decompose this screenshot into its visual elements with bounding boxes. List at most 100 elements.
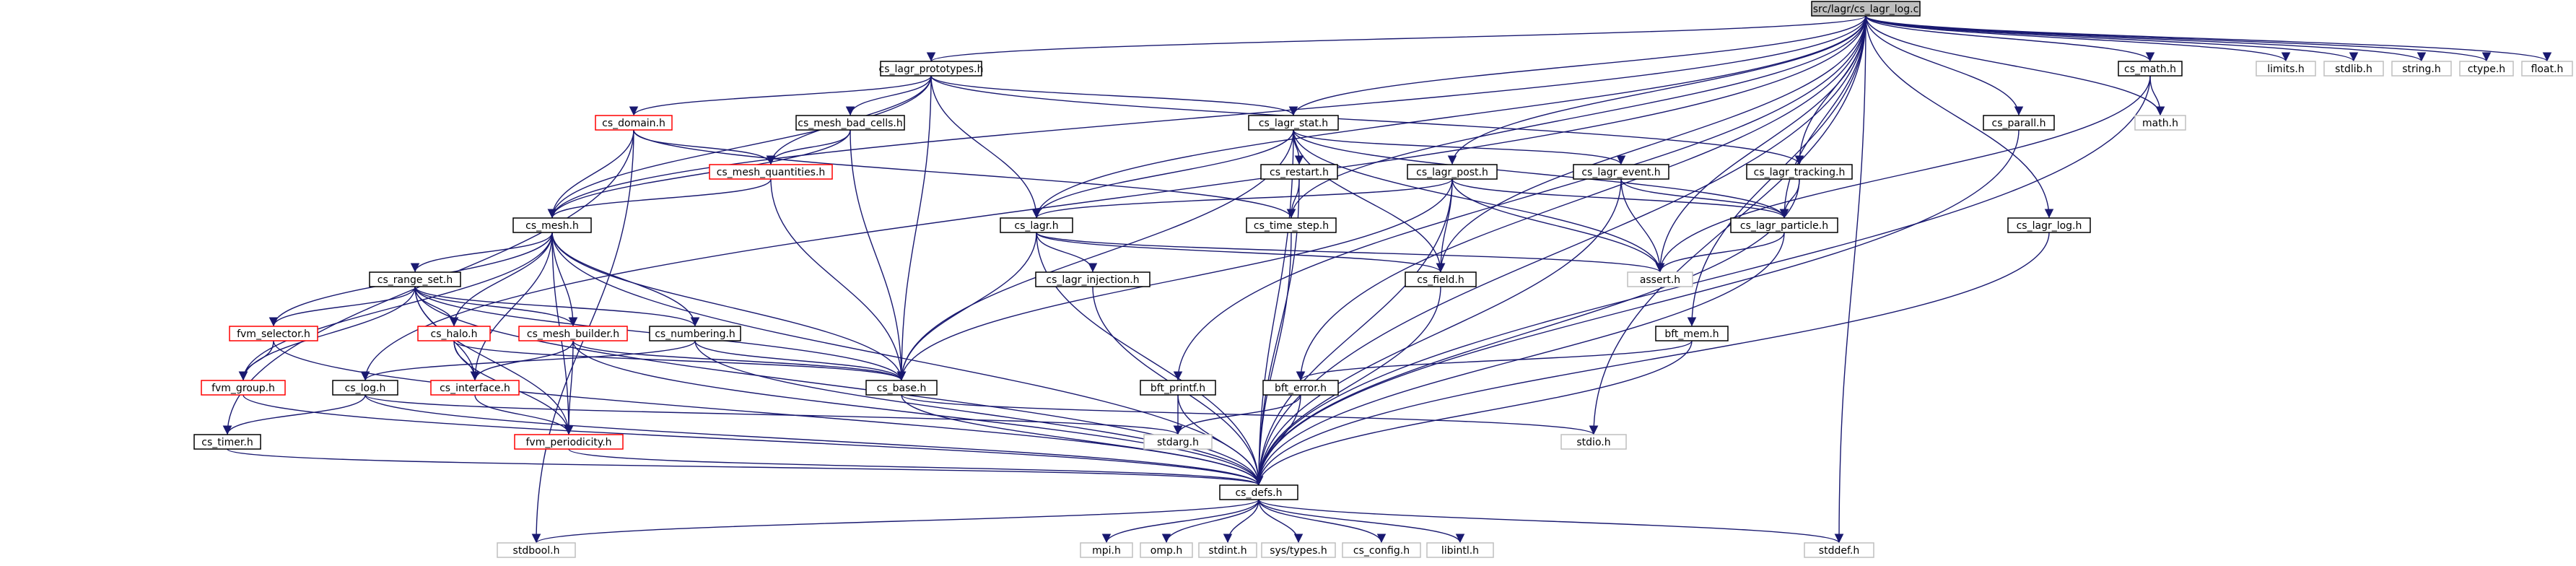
edge-n_lpost-to-n_defs <box>1254 178 1453 486</box>
edge-root-to-n_bftprintf <box>1173 15 1866 381</box>
node-box <box>1261 542 1336 558</box>
edge-n_math-to-n_defs <box>1254 75 2151 486</box>
node-label: limits.h <box>2267 64 2304 75</box>
node-box <box>1746 164 1853 180</box>
node-fvm-periodicity-h[interactable]: fvm_periodicity.h <box>514 434 624 450</box>
edge-n_rangeset-to-n_fvmper <box>414 286 574 435</box>
node-cs-parall-h[interactable]: cs_parall.h <box>1983 115 2055 131</box>
edge-layer <box>222 15 2551 544</box>
node-bft-printf-h[interactable]: bft_printf.h <box>1140 380 1216 396</box>
edge-n_numbering-to-n_base <box>694 340 907 381</box>
edge-n_lstat-to-n_levent <box>1293 129 1626 165</box>
edge-n_llog-to-n_defs <box>1254 232 2050 486</box>
edge-n_lagr-to-n_linj <box>1036 232 1098 273</box>
node-cs-log-h[interactable]: cs_log.h <box>332 380 398 396</box>
node-stdarg-h: stdarg.h <box>1143 434 1213 450</box>
node-fvm-group-h[interactable]: fvm_group.h <box>201 380 286 396</box>
node-label: cs_numbering.h <box>655 328 735 340</box>
node-cs-time-step-h[interactable]: cs_time_step.h <box>1246 217 1337 233</box>
node-cs-range-set-h[interactable]: cs_range_set.h <box>369 271 461 287</box>
edge-root-to-n_assert <box>1655 15 1866 273</box>
node-label: cs_halo.h <box>431 328 478 340</box>
node-box <box>1405 271 1477 287</box>
node-cs-lagr-particle-h[interactable]: cs_lagr_particle.h <box>1730 217 1838 233</box>
node-bft-error-h[interactable]: bft_error.h <box>1262 380 1339 396</box>
node-cs-lagr-injection-h[interactable]: cs_lagr_injection.h <box>1035 271 1151 287</box>
node-cs-halo-h[interactable]: cs_halo.h <box>417 326 491 341</box>
node-label: cs_config.h <box>1353 545 1410 557</box>
node-label: cs_lagr_post.h <box>1416 167 1488 178</box>
edge-root-to-n_mathh <box>1865 15 2165 116</box>
node-label: cs_mesh_quantities.h <box>717 167 826 178</box>
node-label: cs_lagr_log.h <box>2017 220 2082 232</box>
edge-root-to-n_lagr <box>1031 15 1866 219</box>
node-mpi-h: mpi.h <box>1080 542 1133 558</box>
node-label: bft_printf.h <box>1151 383 1205 394</box>
edge-root-to-n_stdio <box>1589 15 1866 435</box>
node-box <box>2134 115 2186 131</box>
node-bft-mem-h[interactable]: bft_mem.h <box>1655 326 1729 341</box>
node-stdint-h: stdint.h <box>1198 542 1257 558</box>
node-label: sys/types.h <box>1270 545 1327 557</box>
node-label: stdio.h <box>1576 437 1610 448</box>
node-box <box>2391 61 2452 77</box>
node-label: omp.h <box>1151 545 1182 557</box>
node-label: stddef.h <box>1819 545 1859 557</box>
node-cs-field-h[interactable]: cs_field.h <box>1405 271 1477 287</box>
node-src-lagr-cs-lagr-log-c[interactable]: src/lagr/cs_lagr_log.c <box>1811 1 1921 17</box>
node-cs-defs-h[interactable]: cs_defs.h <box>1219 484 1298 500</box>
node-box <box>1655 326 1729 341</box>
edge-n_log-to-n_defs <box>364 394 1264 486</box>
node-stdlib-h: stdlib.h <box>2323 61 2384 77</box>
edge-n_math-to-n_assert <box>1655 75 2151 273</box>
node-label: cs_restart.h <box>1270 167 1329 178</box>
node-box <box>514 434 624 450</box>
node-box <box>497 542 576 558</box>
edge-n_numbering-to-n_defs <box>694 340 1264 486</box>
node-cs-lagr-stat-h[interactable]: cs_lagr_stat.h <box>1248 115 1339 131</box>
node-label: cs_defs.h <box>1235 487 1282 499</box>
node-cs-mesh-h[interactable]: cs_mesh.h <box>512 217 592 233</box>
edge-root-to-n_stddef <box>1834 15 1866 544</box>
node-cs-math-h[interactable]: cs_math.h <box>2118 61 2183 77</box>
edge-root-to-n_string <box>1865 15 2426 62</box>
node-label: stdlib.h <box>2335 64 2372 75</box>
node-label: bft_error.h <box>1275 383 1327 394</box>
edge-n_fvmper-to-n_defs <box>568 448 1263 486</box>
node-cs-timer-h[interactable]: cs_timer.h <box>193 434 261 450</box>
node-box <box>2459 61 2514 77</box>
node-cs-lagr-h[interactable]: cs_lagr.h <box>1000 217 1073 233</box>
node-cs-lagr-event-h[interactable]: cs_lagr_event.h <box>1573 164 1669 180</box>
node-cs-base-h[interactable]: cs_base.h <box>865 380 938 396</box>
node-omp-h: omp.h <box>1140 542 1193 558</box>
node-label: cs_range_set.h <box>377 274 453 286</box>
node-box <box>880 61 982 77</box>
node-cs-interface-h[interactable]: cs_interface.h <box>430 380 520 396</box>
node-label: cs_lagr_stat.h <box>1259 118 1328 129</box>
node-cs-mesh-bad-cells-h[interactable]: cs_mesh_bad_cells.h <box>795 115 905 131</box>
node-box <box>595 115 673 131</box>
node-cs-lagr-prototypes-h[interactable]: cs_lagr_prototypes.h <box>879 61 984 77</box>
node-cs-lagr-post-h[interactable]: cs_lagr_post.h <box>1407 164 1498 180</box>
node-cs-lagr-log-h[interactable]: cs_lagr_log.h <box>2007 217 2091 233</box>
edge-n_lpost-to-n_lagr <box>1031 178 1453 219</box>
node-box <box>2256 61 2316 77</box>
node-label: cs_domain.h <box>602 118 665 129</box>
node-cs-mesh-builder-h[interactable]: cs_mesh_builder.h <box>518 326 628 341</box>
node-cs-numbering-h[interactable]: cs_numbering.h <box>649 326 741 341</box>
node-cs-mesh-quantities-h[interactable]: cs_mesh_quantities.h <box>709 164 833 180</box>
node-cs-restart-h[interactable]: cs_restart.h <box>1260 164 1338 180</box>
edge-root-to-n_field <box>1436 15 1866 273</box>
node-fvm-selector-h[interactable]: fvm_selector.h <box>229 326 318 341</box>
edge-root-to-n_bfterror <box>1296 15 1866 381</box>
node-label: cs_mesh_bad_cells.h <box>798 118 902 129</box>
node-box <box>2118 61 2183 77</box>
node-box <box>2007 217 2091 233</box>
edge-n_field-to-n_defs <box>1254 286 1441 486</box>
edge-n_bftmem-to-n_bfterror <box>1296 340 1693 381</box>
edge-root-to-n_float <box>1865 15 2551 62</box>
node-cs-domain-h[interactable]: cs_domain.h <box>595 115 673 131</box>
node-label: src/lagr/cs_lagr_log.c <box>1813 4 1919 15</box>
node-cs-lagr-tracking-h[interactable]: cs_lagr_tracking.h <box>1746 164 1853 180</box>
edge-n_rangeset-to-n_fvmsel <box>268 286 416 327</box>
